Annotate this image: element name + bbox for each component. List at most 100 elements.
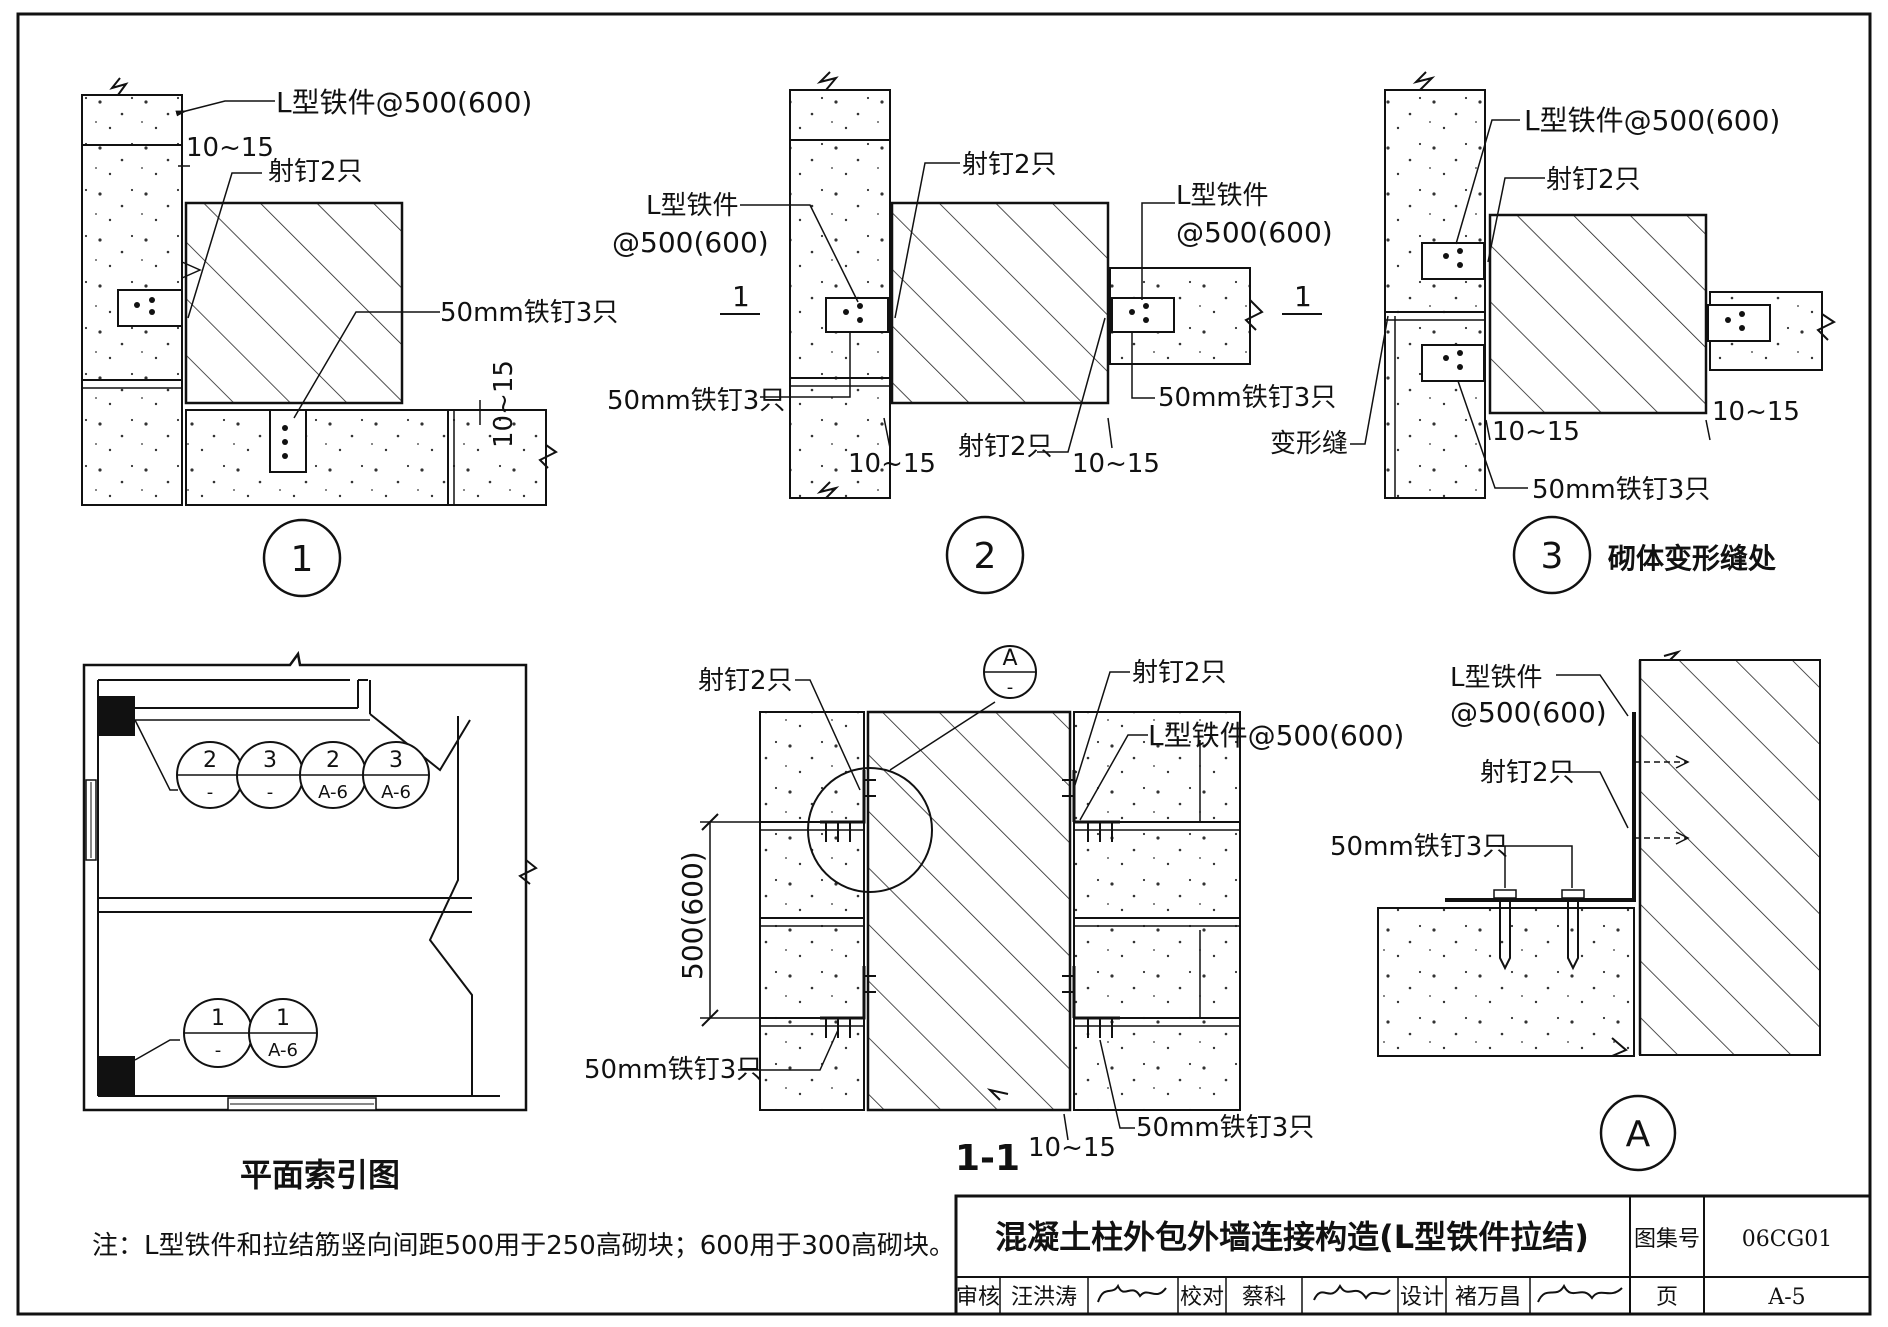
review-label: 审核: [956, 1285, 1000, 1310]
l-iron-plate: [269, 409, 307, 473]
label-iron-nails-left: 50mm铁钉3只: [607, 386, 785, 416]
reviewer-signature: [1097, 1283, 1167, 1303]
detail-callout-circle: [807, 767, 933, 893]
designer-name: 褚万昌: [1455, 1285, 1521, 1310]
section-mark-left: 1: [732, 280, 750, 313]
detail-number: 3: [1541, 536, 1564, 577]
label-l-iron: L型铁件@500(600): [1148, 719, 1404, 752]
callout-sheet: -: [1007, 677, 1014, 698]
label-nails: 射钉2只: [1546, 165, 1641, 195]
detail-number: 2: [974, 536, 997, 577]
index-sheet: A-6: [268, 1040, 298, 1061]
index-number: 3: [389, 748, 403, 773]
l-iron-plate: [1707, 304, 1771, 342]
detail-badge: [945, 515, 1025, 595]
index-circle: 1 -: [183, 998, 253, 1068]
concrete-column: [890, 201, 1110, 405]
label-gap: 10~15: [186, 133, 274, 163]
index-sheet: -: [267, 782, 274, 803]
index-sheet: -: [215, 1040, 222, 1061]
index-circle: 3 A-6: [362, 741, 430, 809]
label-joint: 变形缝: [1270, 429, 1348, 459]
index-sheet: A-6: [318, 782, 348, 803]
index-number: 2: [203, 748, 217, 773]
atlas-number: 06CG01: [1742, 1227, 1832, 1252]
masonry-wall: [789, 89, 891, 499]
section-caption: 1-1: [955, 1138, 1020, 1179]
general-note: 注：L型铁件和拉结筋竖向间距500用于250高砌块；600用于300高砌块。: [92, 1231, 955, 1261]
detail-badge: [262, 518, 342, 598]
detail-number: A: [1626, 1114, 1651, 1155]
index-circle: 2 -: [176, 741, 244, 809]
label-gap-vertical: 10~15: [489, 360, 519, 448]
detail-a: L型铁件 @500(600) 射钉2只 50mm铁钉3只 A: [1330, 649, 1821, 1172]
detail-2: 射钉2只 L型铁件 @500(600) L型铁件 @500(600) 1 1 5…: [607, 71, 1336, 595]
label-nails-bottom: 射钉2只: [958, 432, 1053, 462]
label-l-iron-left-1: L型铁件: [646, 191, 739, 221]
label-iron-nails-right: 50mm铁钉3只: [1158, 383, 1336, 413]
detail-1: L型铁件@500(600) 10~15 射钉2只 50mm铁钉3只 10~15 …: [81, 77, 618, 598]
l-iron-plate: [117, 289, 183, 327]
label-l-iron-right-2: @500(600): [1176, 216, 1333, 249]
label-gap-left: 10~15: [1492, 417, 1580, 447]
label-iron-nails: 50mm铁钉3只: [1532, 475, 1710, 505]
concrete-column: [866, 710, 1072, 1112]
label-l-iron: L型铁件@500(600): [1524, 104, 1780, 137]
index-circle: 3 -: [236, 741, 304, 809]
index-sheet: A-6: [381, 782, 411, 803]
design-label: 设计: [1400, 1285, 1444, 1310]
concrete-column: [184, 201, 404, 405]
index-number: 1: [211, 1006, 225, 1031]
sheet-border: [16, 12, 1872, 1316]
masonry-wall: [1384, 89, 1486, 499]
l-iron-plate: [825, 297, 889, 333]
label-gap-right: 10~15: [1712, 397, 1800, 427]
label-spacing: 500(600): [676, 851, 709, 980]
label-iron-nails: 50mm铁钉3只: [440, 298, 618, 328]
label-gap-left: 10~15: [848, 449, 936, 479]
concrete-column: [1488, 213, 1708, 415]
masonry-wall-horizontal: [185, 409, 547, 506]
detail-badge: [1512, 515, 1592, 595]
label-nails: 射钉2只: [268, 157, 363, 187]
checker-name: 蔡科: [1242, 1285, 1286, 1310]
label-iron-nails-right: 50mm铁钉3只: [1136, 1113, 1314, 1143]
drawing-title: 混凝土柱外包外墙连接构造(L型铁件拉结): [995, 1218, 1589, 1256]
page-number: A-5: [1767, 1285, 1805, 1310]
label-iron-nails: 50mm铁钉3只: [1330, 832, 1508, 862]
label-nails-top: 射钉2只: [962, 150, 1057, 180]
title-block: 混凝土柱外包外墙连接构造(L型铁件拉结) 图集号 06CG01 审核 汪洪涛 校…: [954, 1194, 1872, 1316]
callout-number: A: [1002, 646, 1017, 671]
atlas-label: 图集号: [1634, 1227, 1700, 1252]
index-sheet: -: [207, 782, 214, 803]
label-nails: 射钉2只: [1480, 758, 1575, 788]
label-iron-nails-left: 50mm铁钉3只: [584, 1055, 762, 1085]
label-nails-right: 射钉2只: [1132, 658, 1227, 688]
detail-badge: [1599, 1094, 1677, 1172]
page-label: 页: [1656, 1285, 1678, 1310]
designer-signature: [1537, 1283, 1623, 1303]
masonry-wall-right: [1073, 711, 1241, 1111]
section-1-1: A - 射钉2只 射钉2只 L型铁件@500(600) 500(600) 50m…: [584, 645, 1404, 1179]
index-circle: 2 A-6: [299, 741, 367, 809]
masonry-wall-left: [759, 711, 865, 1111]
checker-signature: [1313, 1283, 1391, 1301]
index-number: 2: [326, 748, 340, 773]
index-number: 1: [276, 1006, 290, 1031]
label-l-iron-1: L型铁件: [1450, 663, 1543, 693]
l-iron-plate: [1421, 344, 1485, 382]
plan-caption: 平面索引图: [240, 1156, 400, 1194]
check-label: 校对: [1180, 1285, 1224, 1310]
l-iron-plate: [1421, 242, 1485, 280]
detail-caption: 砌体变形缝处: [1608, 542, 1776, 575]
label-gap: 10~15: [1028, 1133, 1116, 1163]
label-gap-right: 10~15: [1072, 449, 1160, 479]
reviewer-name: 汪洪涛: [1011, 1285, 1077, 1310]
index-circle: 1 A-6: [248, 998, 318, 1068]
detail-number: 1: [291, 539, 314, 580]
label-nails-left: 射钉2只: [698, 666, 793, 696]
masonry-block: [1377, 907, 1635, 1057]
label-l-iron: L型铁件@500(600): [276, 86, 532, 119]
label-l-iron-right-1: L型铁件: [1176, 181, 1269, 211]
